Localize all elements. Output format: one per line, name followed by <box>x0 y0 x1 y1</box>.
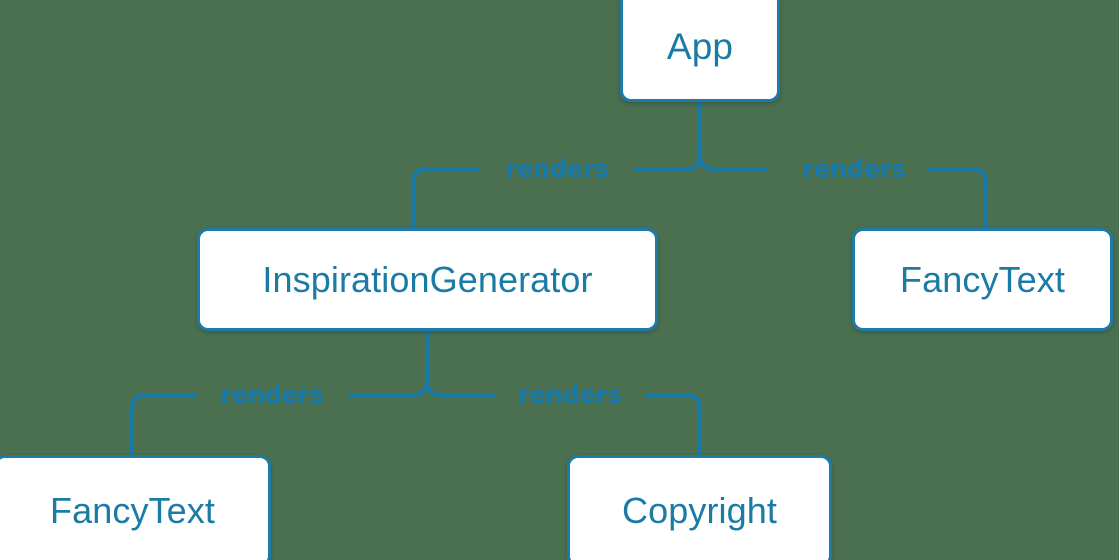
edge-label-inspiration-copyright: renders <box>518 381 622 409</box>
node-copyright-label: Copyright <box>622 490 777 531</box>
edge-inspiration-fancytext <box>130 393 198 457</box>
edge-label-app-inspiration: renders <box>505 155 609 183</box>
edge-app-split-right <box>698 153 767 171</box>
edge-label-inspiration-fancytext: renders <box>220 381 324 409</box>
node-app[interactable]: App <box>620 0 780 102</box>
edge-inspiration-copyright <box>645 393 702 457</box>
node-fancytext-bottom[interactable]: FancyText <box>0 455 271 560</box>
node-fancytext-right[interactable]: FancyText <box>852 228 1113 331</box>
edge-app-fancytext <box>928 167 988 230</box>
node-inspiration-generator-label: InspirationGenerator <box>262 258 593 300</box>
edge-app-split-left <box>634 153 702 171</box>
node-fancytext-right-label: FancyText <box>900 258 1065 300</box>
node-copyright[interactable]: Copyright <box>567 455 832 560</box>
node-inspiration-generator[interactable]: InspirationGenerator <box>197 228 658 331</box>
node-app-label: App <box>666 25 734 67</box>
edge-inspiration-split-right <box>425 379 496 397</box>
edge-label-app-fancytext: renders <box>802 155 906 183</box>
edge-app-inspiration <box>411 167 480 230</box>
node-fancytext-bottom-label: FancyText <box>50 490 215 531</box>
edge-inspiration-split-left <box>348 379 429 397</box>
